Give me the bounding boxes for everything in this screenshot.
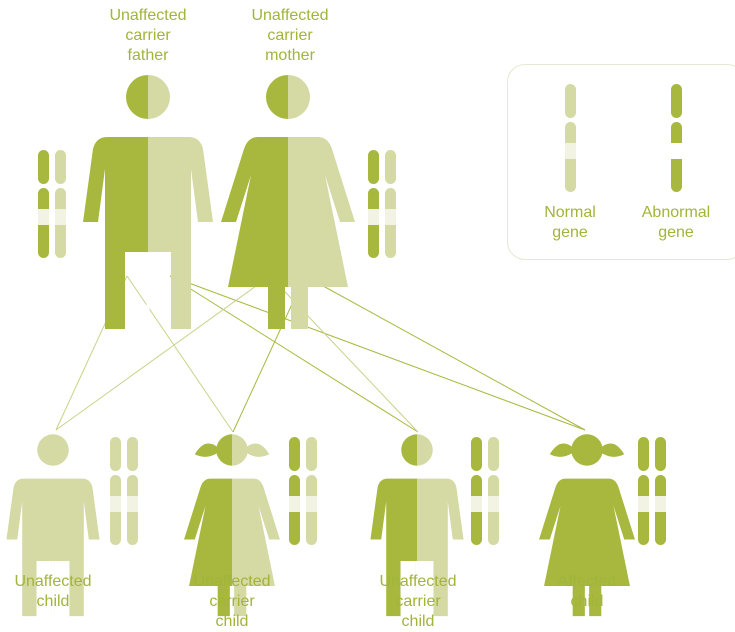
child-chromosomes [289,437,317,545]
inheritance-line [55,275,271,431]
child-chromosomes [110,437,138,545]
father-label: Unaffected carrier father [109,7,187,64]
inheritance-lines [55,275,586,433]
inheritance-line [169,275,419,433]
child-figure-unaffected [6,434,100,617]
child-label-3: Unaffected carrier child [379,573,457,630]
legend-box [507,64,735,260]
inheritance-line [126,275,234,433]
legend-abnormal-label: Abnormal gene [641,204,711,241]
father-chromosomes [38,150,66,258]
inheritance-line [304,275,586,431]
child-label-2: Unaffected carrier child [193,573,271,630]
child-label-1: Unaffected child [14,573,92,610]
abnormal-gene-chromosome [671,84,682,192]
child-figure-carrier-boy [370,434,464,617]
mother-label: Unaffected carrier mother [251,7,329,64]
legend-normal-label: Normal gene [544,204,596,241]
inheritance-line [169,275,586,431]
child-chromosomes [638,437,666,545]
mother-chromosomes [368,150,396,258]
father-figure [83,75,213,329]
child-chromosomes [471,437,499,545]
mother-figure [221,75,355,329]
child-label-4: Affected child [557,573,617,610]
normal-gene-chromosome [565,84,576,192]
